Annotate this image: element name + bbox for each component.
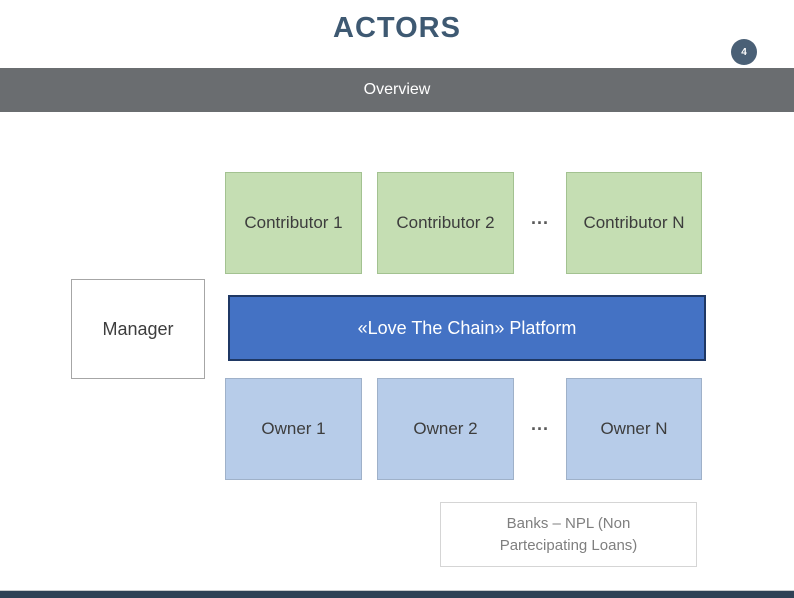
owner-box-n-label: Owner N xyxy=(600,419,668,438)
owner-box-2: Owner 2 xyxy=(377,378,514,480)
banks-box: Banks – NPL (Non Partecipating Loans) xyxy=(440,502,697,567)
page-title: ACTORS xyxy=(333,12,461,44)
contributor-box-1: Contributor 1 xyxy=(225,172,362,274)
owners-ellipsis: ... xyxy=(530,414,549,434)
contributor-box-2: Contributor 2 xyxy=(377,172,514,274)
banks-box-line1: Banks – NPL (Non xyxy=(506,514,631,532)
manager-box: Manager xyxy=(71,279,205,379)
banks-box-line2: Partecipating Loans) xyxy=(499,536,638,554)
contributor-box-2-label: Contributor 2 xyxy=(396,213,495,232)
owner-box-n: Owner N xyxy=(566,378,702,480)
contributor-box-1-label: Contributor 1 xyxy=(244,213,343,232)
contributor-box-n: Contributor N xyxy=(566,172,702,274)
contributor-box-n-label: Contributor N xyxy=(583,213,685,232)
footer-bar xyxy=(0,590,794,598)
section-banner: Overview xyxy=(0,68,794,112)
platform-box-label: «Love The Chain» Platform xyxy=(357,317,577,338)
platform-box: «Love The Chain» Platform xyxy=(228,295,706,361)
owner-box-1-label: Owner 1 xyxy=(261,419,326,438)
owner-box-1: Owner 1 xyxy=(225,378,362,480)
page-number-badge: 4 xyxy=(731,39,757,65)
section-banner-label: Overview xyxy=(363,81,431,98)
contributors-ellipsis: ... xyxy=(530,208,549,228)
manager-box-label: Manager xyxy=(102,318,174,339)
owner-box-2-label: Owner 2 xyxy=(413,419,478,438)
